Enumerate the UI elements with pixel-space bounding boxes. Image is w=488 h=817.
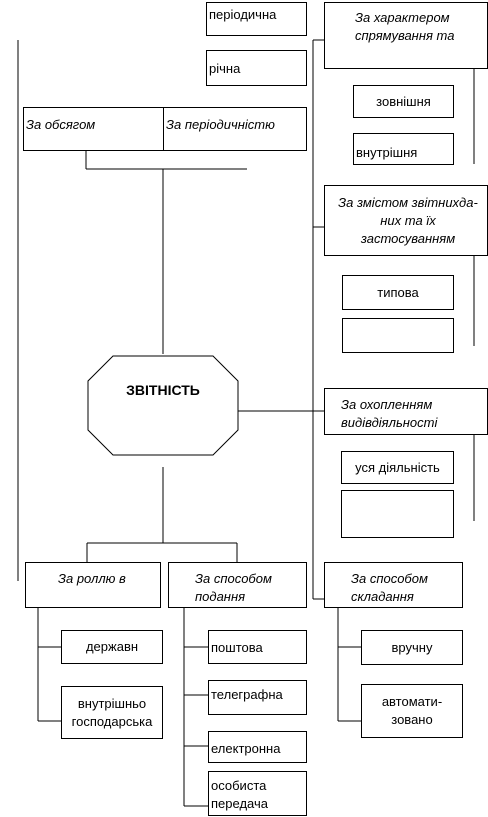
by-role-box: За роллю в bbox=[25, 562, 161, 608]
external-label: зовнішня bbox=[376, 93, 431, 109]
state-box: державн bbox=[61, 630, 163, 664]
by-periodicity-label: За періодичністю bbox=[166, 117, 275, 132]
annual-box: річна bbox=[206, 50, 307, 86]
automated-box: автомати-зовано bbox=[361, 684, 463, 738]
internal-box: внутрішня bbox=[353, 133, 454, 165]
by-volume-box: За обсягом bbox=[23, 107, 164, 151]
personal-label: особиста передача bbox=[211, 778, 268, 811]
by-compiling-title: За способом складання bbox=[351, 571, 428, 604]
by-coverage-box: За охопленням видівдіяльності bbox=[324, 388, 488, 435]
by-direction-box: За характером спрямування та bbox=[324, 2, 488, 69]
telegraph-box: телеграфна bbox=[208, 680, 307, 715]
annual-label: річна bbox=[209, 61, 241, 76]
all-activity-box: уся діяльність bbox=[341, 451, 454, 484]
personal-box: особиста передача bbox=[208, 771, 307, 816]
center-octagon bbox=[87, 355, 239, 456]
electronic-label: електронна bbox=[211, 741, 281, 756]
by-content-title: За змістом звітнихда-них та їх застосува… bbox=[338, 195, 478, 246]
by-volume-label: За обсягом bbox=[26, 117, 96, 132]
coverage-empty-box bbox=[341, 490, 454, 538]
all-activity-label: уся діяльність bbox=[355, 459, 440, 475]
internal-economic-label: внутрішньо господарська bbox=[71, 695, 153, 729]
by-submission-title: За способом подання bbox=[195, 571, 272, 604]
postal-box: поштова bbox=[208, 630, 307, 664]
manual-box: вручну bbox=[361, 630, 463, 665]
internal-label: внутрішня bbox=[356, 145, 418, 160]
content-empty-box bbox=[342, 318, 454, 353]
by-role-title: За роллю в bbox=[58, 571, 126, 586]
periodic-box: періодична bbox=[206, 2, 307, 36]
typical-label: типова bbox=[377, 284, 419, 300]
center-title: ЗВІТНІСТЬ bbox=[126, 382, 200, 398]
by-periodicity-box: За періодичністю bbox=[163, 107, 307, 151]
by-content-box: За змістом звітнихда-них та їх застосува… bbox=[324, 185, 488, 256]
by-coverage-title: За охопленням видівдіяльності bbox=[341, 397, 438, 430]
external-box: зовнішня bbox=[353, 85, 454, 118]
postal-label: поштова bbox=[211, 640, 263, 655]
telegraph-label: телеграфна bbox=[211, 687, 283, 702]
by-submission-box: За способом подання bbox=[168, 562, 307, 608]
electronic-box: електронна bbox=[208, 731, 307, 763]
automated-label: автомати-зовано bbox=[381, 694, 443, 727]
manual-label: вручну bbox=[391, 639, 433, 655]
periodic-label: періодична bbox=[209, 7, 277, 22]
by-compiling-box: За способом складання bbox=[324, 562, 463, 608]
state-label: державн bbox=[85, 639, 139, 654]
typical-box: типова bbox=[342, 275, 454, 310]
by-direction-title: За характером спрямування та bbox=[355, 10, 455, 43]
internal-economic-box: внутрішньо господарська bbox=[61, 686, 163, 739]
